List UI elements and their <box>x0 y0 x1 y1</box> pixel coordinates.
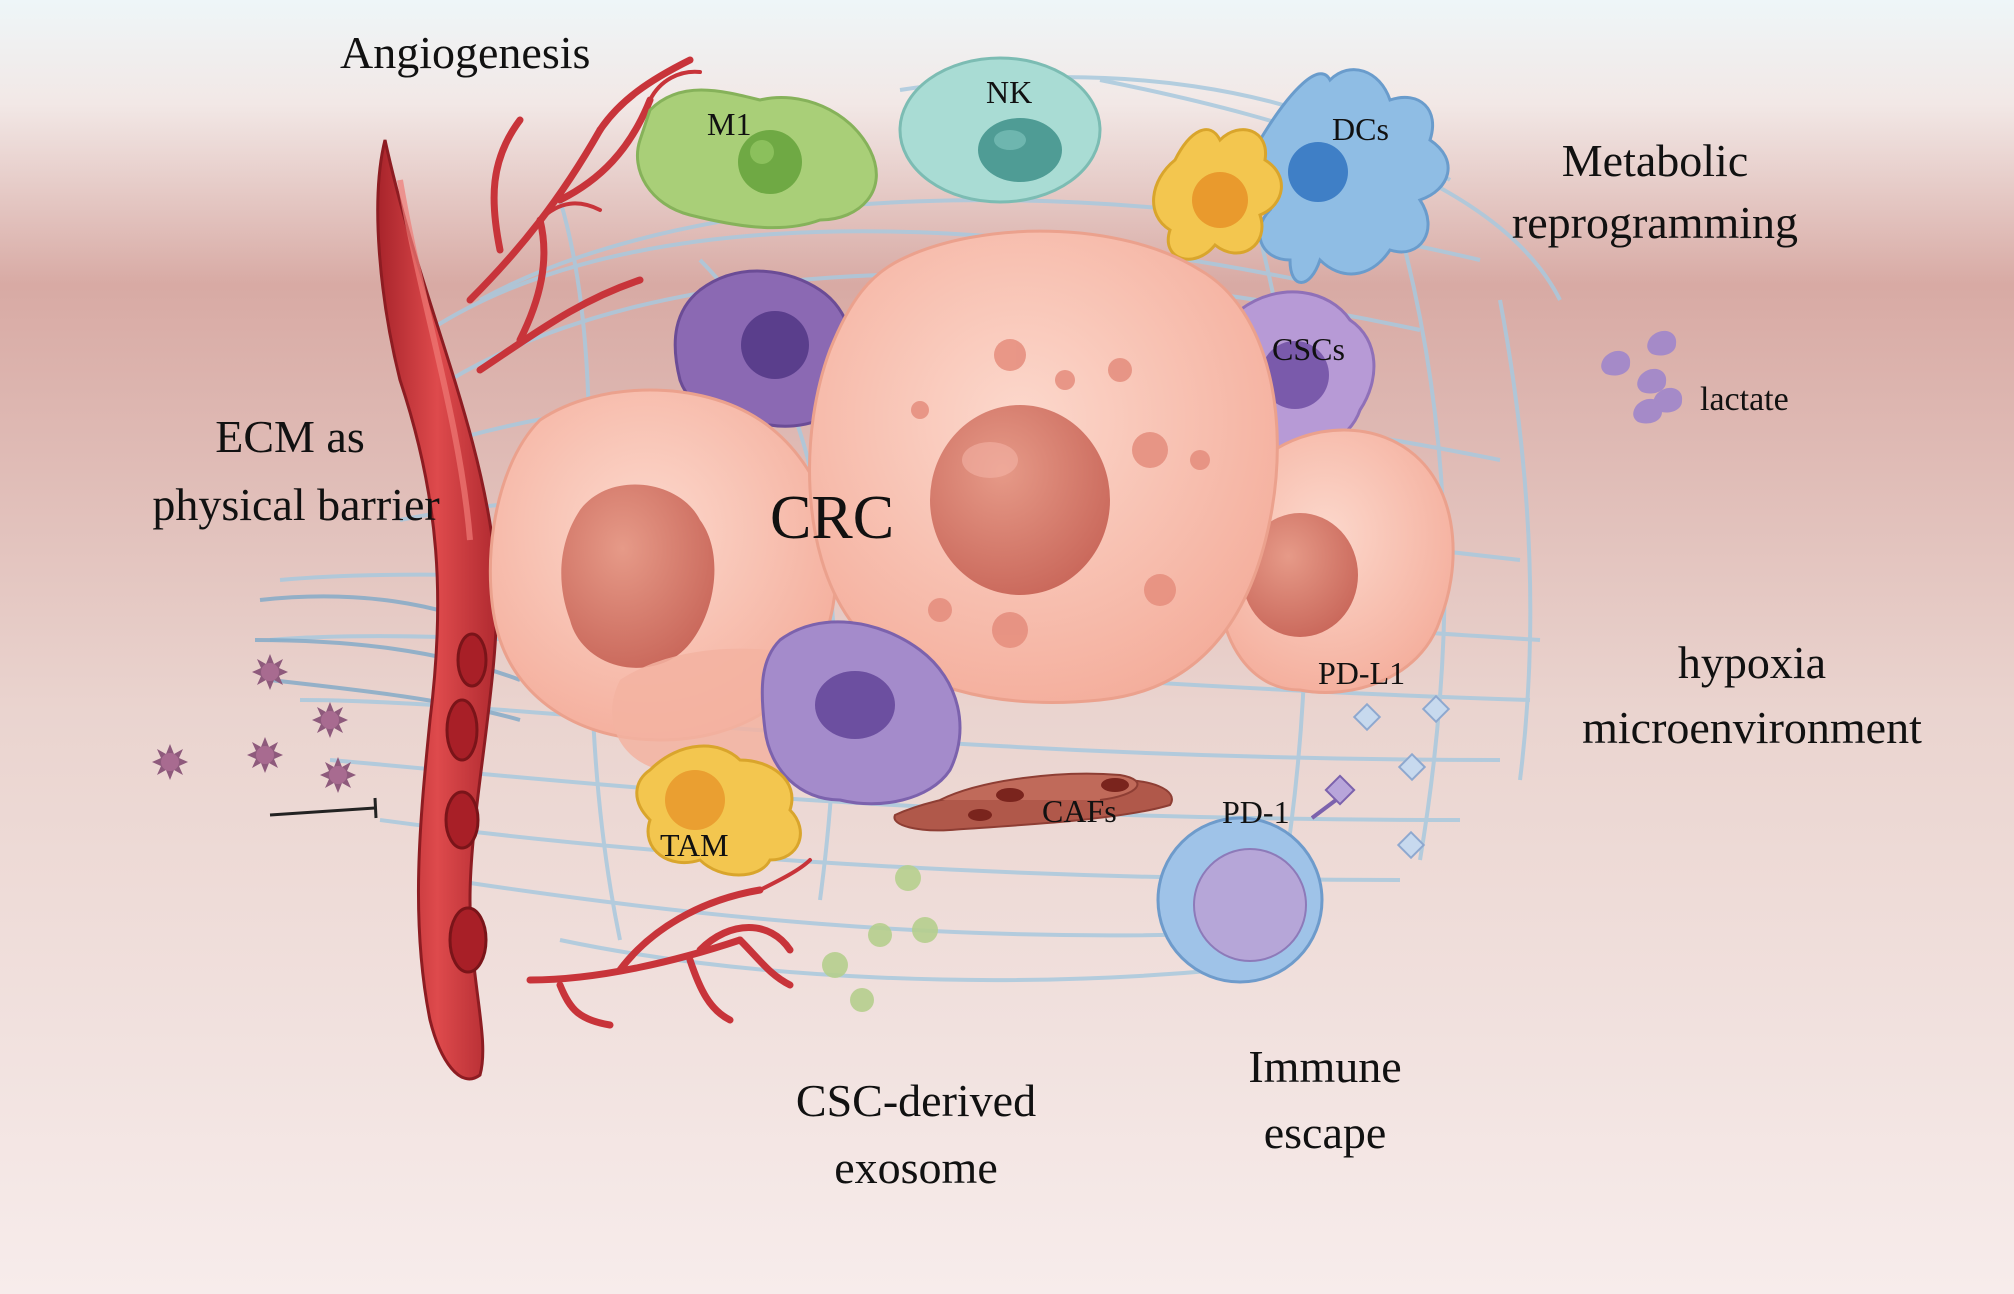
cafs-cells <box>893 772 1173 832</box>
label-tam: TAM <box>660 827 729 863</box>
label-pd-l1: PD-L1 <box>1318 655 1405 691</box>
label-ecm-2: physical barrier <box>152 479 439 530</box>
label-csc-exosome-1: CSC-derived <box>796 1075 1036 1126</box>
label-immune-1: Immune <box>1248 1041 1401 1092</box>
label-cscs: CSCs <box>1272 331 1345 367</box>
lactate-molecules <box>1601 330 1683 424</box>
red-blood-cells <box>444 632 488 974</box>
inhibition-line <box>269 797 378 819</box>
tumor-cell-center <box>808 229 1279 704</box>
label-cafs: CAFs <box>1042 793 1117 829</box>
label-pd-1: PD-1 <box>1222 794 1290 830</box>
csc-cell-left <box>673 269 856 428</box>
label-angiogenesis: Angiogenesis <box>340 27 590 78</box>
label-immune-2: escape <box>1264 1107 1387 1158</box>
dendritic-cells <box>1152 68 1450 284</box>
pd1-pdl1-receptors <box>1310 694 1451 860</box>
t-cell <box>1156 816 1324 984</box>
tumor-cell-right <box>1218 428 1455 694</box>
label-hypoxia-2: microenvironment <box>1582 702 1922 753</box>
label-csc-exosome-2: exosome <box>834 1142 998 1193</box>
tam-cell <box>635 744 802 877</box>
exosomes <box>822 865 938 1012</box>
blood-vessel <box>376 56 812 1081</box>
label-hypoxia-1: hypoxia <box>1678 637 1826 688</box>
purple-cell-lower <box>760 620 962 806</box>
m1-macrophage <box>635 88 878 230</box>
label-metabolic-2: reprogramming <box>1512 197 1798 248</box>
label-dcs: DCs <box>1332 111 1389 147</box>
label-nk: NK <box>986 74 1032 110</box>
tumor-vesicles <box>911 339 1210 648</box>
nk-cell <box>898 56 1102 204</box>
label-lactate: lactate <box>1700 381 1789 418</box>
vessel-branches <box>466 56 794 1029</box>
label-ecm-1: ECM as <box>215 411 365 462</box>
label-m1: M1 <box>707 106 751 142</box>
label-metabolic-1: Metabolic <box>1562 135 1749 186</box>
label-crc: CRC <box>770 484 894 552</box>
